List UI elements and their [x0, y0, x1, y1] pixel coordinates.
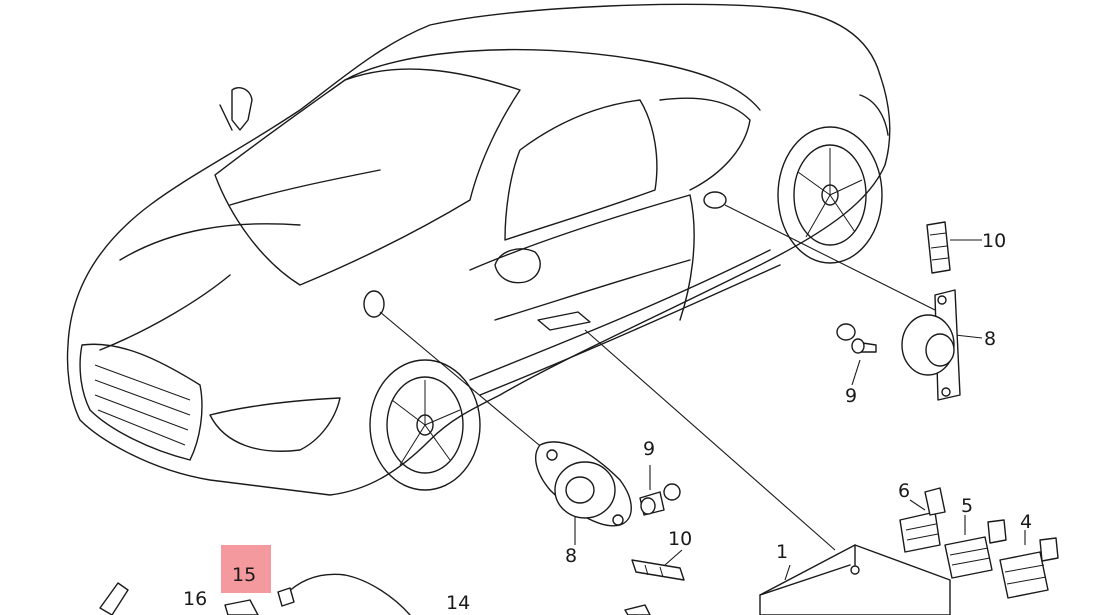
part-9-bolt-upper — [836, 323, 877, 354]
callout-4: 4 — [1020, 511, 1032, 533]
callout-8-lower: 8 — [565, 545, 577, 567]
part-9-bolt-lower — [639, 483, 681, 516]
rear-sensor-marker — [703, 191, 727, 209]
callout-labels: 10 8 9 9 8 10 1 6 5 4 15 16 14 — [183, 230, 1032, 614]
car-illustration — [66, 3, 891, 496]
sensor-location-markers — [363, 191, 727, 331]
part-10-connector-upper — [926, 221, 951, 274]
part-8-sensor-lower — [534, 441, 632, 527]
part-4-plug — [999, 537, 1059, 599]
part-bottom-fragment — [624, 604, 651, 615]
callout-5: 5 — [961, 495, 973, 517]
callout-9-upper: 9 — [845, 385, 857, 407]
callout-9-lower: 9 — [643, 438, 655, 460]
highlight-box-15 — [221, 545, 271, 593]
front-sensor-marker — [363, 290, 385, 318]
callout-15: 15 — [232, 564, 256, 586]
callout-10-lower: 10 — [668, 528, 692, 550]
part-15-sensor-holder — [224, 599, 259, 615]
part-5-plug — [944, 519, 1007, 579]
callout-1: 1 — [776, 541, 788, 563]
leader-lines — [379, 204, 1026, 581]
callout-6: 6 — [898, 480, 910, 502]
part-6-plug — [899, 487, 946, 553]
callout-10-upper: 10 — [982, 230, 1006, 252]
part-14-wiring — [277, 573, 411, 615]
part-8-sensor-upper — [901, 289, 961, 401]
control-unit-marker — [537, 311, 591, 331]
callout-8-upper: 8 — [984, 328, 996, 350]
part-16-clip — [99, 582, 129, 615]
part-1-control-unit — [759, 544, 951, 615]
callout-16: 16 — [183, 588, 207, 610]
part-10-connector-lower — [631, 559, 685, 581]
callout-14: 14 — [446, 592, 470, 614]
